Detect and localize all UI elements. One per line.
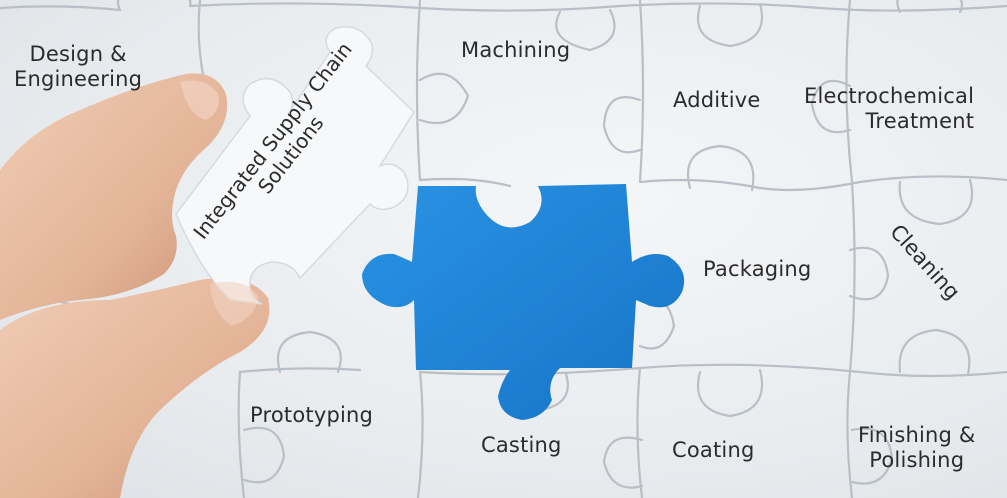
label-prototyping: Prototyping <box>250 403 374 427</box>
label-casting: Casting <box>481 433 562 457</box>
label-packaging: Packaging <box>703 257 812 281</box>
fingernail <box>180 80 219 120</box>
hand-thumb <box>0 278 270 498</box>
label-coating: Coating <box>672 438 755 462</box>
thumb-nail <box>210 281 258 326</box>
missing-piece-hole <box>362 184 685 420</box>
label-design-engineering: Design & Engineering <box>14 42 143 92</box>
label-electrochemical-treatment: Electrochemical Treatment <box>804 84 975 134</box>
label-finishing-polishing: Finishing & Polishing <box>858 423 976 473</box>
label-additive: Additive <box>673 88 761 112</box>
label-machining: Machining <box>461 38 571 62</box>
hand-index-finger <box>0 73 228 320</box>
